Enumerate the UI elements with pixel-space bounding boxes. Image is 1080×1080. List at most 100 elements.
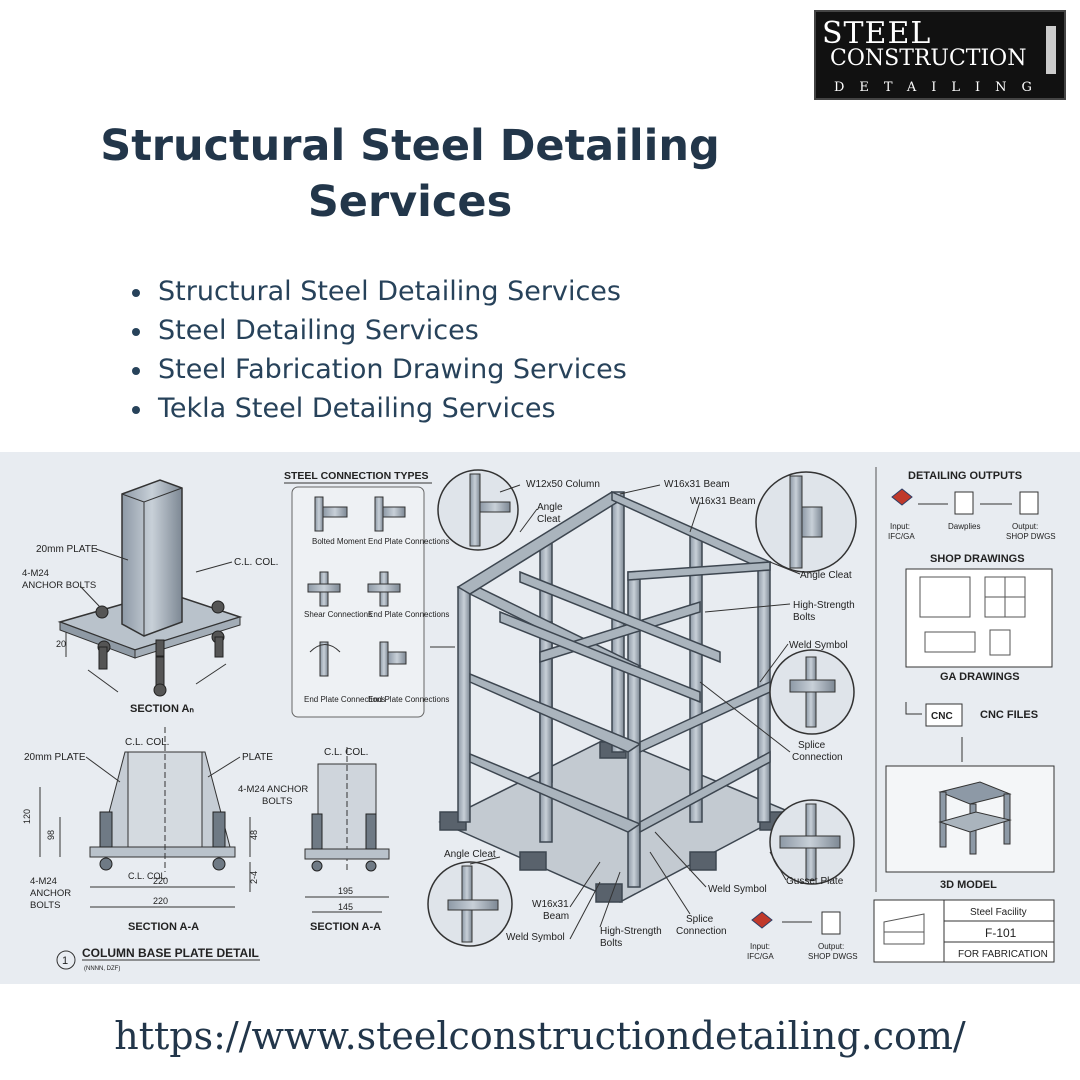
- services-list: Structural Steel Detailing Services Stee…: [130, 272, 627, 428]
- page-title: Structural Steel Detailing Services: [100, 121, 720, 227]
- label-hs-bolts-bottom-1: High-Strength: [600, 926, 662, 937]
- detail-subtitle: (NNNN, DZF): [84, 966, 120, 972]
- front-col-label: C.L. COL.: [125, 737, 169, 748]
- label-angle-cleat-top-1: Angle: [537, 502, 563, 513]
- front-plate-label: 20mm PLATE: [24, 752, 86, 763]
- title-block: [873, 899, 1055, 963]
- label-column: W12x50 Column: [526, 479, 600, 490]
- title-block-sketch: [883, 913, 925, 945]
- label-angle-cleat-bottom: Angle Cleat: [444, 849, 496, 860]
- service-item: Structural Steel Detailing Services: [130, 272, 627, 311]
- cnc-arrow: [905, 702, 922, 715]
- front-bolts-label-1: 4-M24 ANCHOR: [238, 784, 308, 795]
- service-item: Steel Detailing Services: [130, 311, 627, 350]
- logo-line-2: CONSTRUCTION: [830, 46, 1027, 71]
- bottom-output-1: Output:: [818, 942, 844, 951]
- detail-title: COLUMN BASE PLATE DETAIL: [82, 946, 259, 960]
- label-beam-bottom-1: W16x31: [532, 899, 569, 910]
- steel-frame-model: [438, 490, 792, 903]
- iso-col-label: C.L. COL.: [234, 557, 278, 568]
- connection-label-3: Shear Connections: [304, 610, 372, 619]
- connection-types-panel: [291, 486, 425, 718]
- detail-number-circle: [56, 950, 76, 970]
- outputs-output-1: Output:: [1012, 522, 1038, 531]
- bottom-output-2: SHOP DWGS: [808, 952, 858, 961]
- front-dim-220a: 220: [153, 876, 168, 886]
- logo-line-3: DETAILING: [834, 80, 1047, 95]
- label-angle-cleat-top-2: Cleat: [537, 514, 561, 525]
- label-beam-bottom-2: Beam: [543, 911, 569, 922]
- front-section-label: SECTION A-A: [128, 921, 199, 933]
- front-bolts2-label-2: ANCHOR: [30, 888, 71, 899]
- iso-dim: 20: [56, 639, 66, 649]
- front-dim-2-4: 2-4: [249, 871, 259, 884]
- logo-beam-icon: [1046, 26, 1056, 74]
- front-bolts-label-2: BOLTS: [262, 796, 292, 807]
- service-item: Steel Fabrication Drawing Services: [130, 350, 627, 389]
- website-url[interactable]: https://www.steelconstructiondetailing.c…: [114, 1014, 966, 1058]
- label-splice-bottom-1: Splice: [686, 914, 714, 925]
- front-bolts2-label-3: BOLTS: [30, 900, 60, 911]
- front-dim-220b: 220: [153, 896, 168, 906]
- label-splice-bottom-2: Connection: [676, 926, 727, 937]
- iso-bolts-label-1: 4-M24: [22, 568, 49, 579]
- label-hs-bolts-2: Bolts: [793, 612, 815, 623]
- 3d-model-frame: [938, 781, 1012, 855]
- outputs-input-2: IFC/GA: [888, 532, 915, 541]
- side-dim-145: 145: [338, 902, 353, 912]
- iso-plate-label: 20mm PLATE: [36, 544, 98, 555]
- side-dim-195: 195: [338, 886, 353, 896]
- detail-number: 1: [62, 955, 68, 967]
- label-gusset: Gusset Plate: [786, 876, 844, 887]
- cnc-file-icon: [925, 703, 963, 727]
- base-plate-front-drawing: [39, 727, 251, 908]
- label-beam-2: W16x31 Beam: [690, 496, 756, 507]
- bottom-input-1: Input:: [750, 942, 770, 951]
- logo-line-1: STEEL: [822, 16, 932, 51]
- front-dim-98: 98: [46, 830, 56, 840]
- label-angle-cleat-right: Angle Cleat: [800, 570, 852, 581]
- label-weld-bottom-2: Weld Symbol: [708, 884, 767, 895]
- ga-drawings-label: GA DRAWINGS: [940, 671, 1020, 683]
- steel-detailing-diagram: 20mm PLATE C.L. COL. 4-M24 ANCHOR BOLTS …: [0, 452, 1080, 984]
- iso-section-label: SECTION Aₙ: [130, 703, 194, 715]
- outputs-title: DETAILING OUTPUTS: [908, 470, 1022, 482]
- shop-drawing-lines: [919, 576, 1026, 656]
- title-block-project: Steel Facility: [970, 907, 1027, 918]
- outputs-input-1: Input:: [890, 522, 910, 531]
- front-col2-label: C.L. COL.: [128, 871, 168, 881]
- label-weld-bottom: Weld Symbol: [506, 932, 565, 943]
- front-dim-48: 48: [249, 830, 259, 840]
- shop-drawings-label: SHOP DRAWINGS: [930, 553, 1025, 565]
- front-bolts2-label-1: 4-M24: [30, 876, 57, 887]
- outputs-dawplies: Dawplies: [948, 522, 980, 531]
- diagram-illustration: 20mm PLATE C.L. COL. 4-M24 ANCHOR BOLTS …: [22, 467, 1056, 972]
- title-block-status: FOR FABRICATION: [958, 949, 1048, 960]
- side-section-label: SECTION A-A: [310, 921, 381, 933]
- label-beam-1: W16x31 Beam: [664, 479, 730, 490]
- label-hs-bolts-1: High-Strength: [793, 600, 855, 611]
- label-hs-bolts-bottom-2: Bolts: [600, 938, 622, 949]
- 3d-model-label: 3D MODEL: [940, 879, 997, 891]
- workflow-icons: [891, 488, 1039, 515]
- connection-icons: [307, 496, 407, 677]
- label-splice-1: Splice: [798, 740, 826, 751]
- service-item: Tekla Steel Detailing Services: [130, 389, 627, 428]
- outputs-output-2: SHOP DWGS: [1006, 532, 1056, 541]
- bottom-workflow-icons: [751, 911, 841, 935]
- connection-types-title: STEEL CONNECTION TYPES: [284, 470, 429, 482]
- leader-lines: [430, 484, 801, 940]
- front-dim-120: 120: [22, 809, 32, 824]
- label-weld-symbol: Weld Symbol: [789, 640, 848, 651]
- side-col-label: C.L. COL.: [324, 747, 368, 758]
- bottom-input-2: IFC/GA: [747, 952, 774, 961]
- label-splice-2: Connection: [792, 752, 843, 763]
- iso-bolts-label-2: ANCHOR BOLTS: [22, 580, 96, 591]
- connection-label-1: Bolted Moment: [312, 537, 367, 546]
- shop-drawing-sheet: [905, 568, 1053, 668]
- connection-label-5: End Plate Connections: [304, 695, 385, 704]
- front-plate2-label: PLATE: [242, 752, 273, 763]
- base-plate-iso-drawing: [57, 479, 243, 697]
- callout-details: [447, 473, 841, 943]
- company-logo: STEEL CONSTRUCTION DETAILING: [814, 10, 1066, 100]
